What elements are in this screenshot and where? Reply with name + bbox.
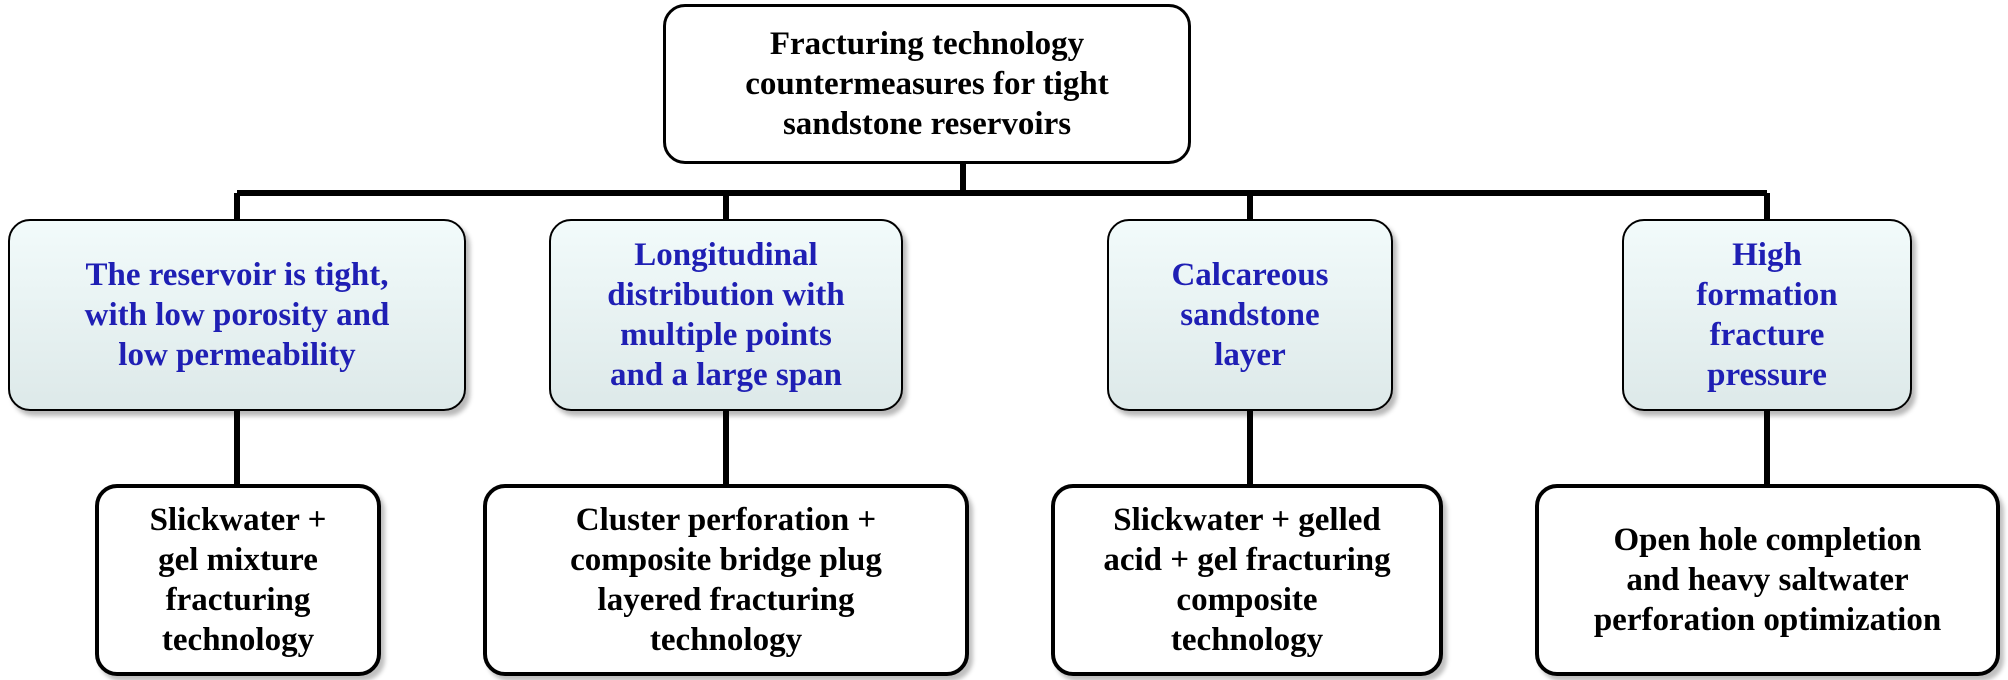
solution-line: gel mixture: [158, 541, 318, 578]
solution-line: composite: [1176, 582, 1318, 618]
category-line: low permeability: [118, 337, 356, 374]
solution-line: technology: [161, 622, 315, 659]
solution-node-text: Slickwater + gelled acid + gel fracturin…: [1103, 500, 1390, 661]
root-line: countermeasures for tight: [745, 65, 1109, 102]
category-line: with low porosity and: [84, 296, 390, 333]
category-line: fracture: [1709, 317, 1825, 353]
solution-node-text: Open hole completion and heavy saltwater…: [1594, 520, 1941, 641]
category-node-text: The reservoir is tight, with low porosit…: [85, 255, 390, 376]
category-line: formation: [1696, 276, 1838, 313]
solution-line: Open hole completion: [1613, 521, 1922, 558]
solution-node-cluster-perforation: Cluster perforation + composite bridge p…: [483, 484, 969, 676]
category-line: sandstone: [1180, 296, 1320, 333]
solution-line: layered fracturing: [597, 582, 855, 618]
category-line: Calcareous: [1171, 256, 1329, 293]
solution-node-open-hole-completion: Open hole completion and heavy saltwater…: [1535, 484, 2000, 676]
root-node-text: Fracturing technology countermeasures fo…: [745, 24, 1109, 145]
category-line: Longitudinal: [634, 236, 818, 273]
solution-line: acid + gel fracturing: [1103, 541, 1391, 578]
category-node-high-fracture-pressure: High formation fracture pressure: [1622, 219, 1912, 411]
category-node-text: High formation fracture pressure: [1696, 235, 1837, 396]
solution-line: Slickwater +: [149, 501, 327, 538]
category-node-longitudinal-distribution: Longitudinal distribution with multiple …: [549, 219, 903, 411]
category-node-text: Calcareous sandstone layer: [1171, 255, 1328, 376]
solution-line: composite bridge plug: [570, 541, 882, 578]
category-node-tight-reservoir: The reservoir is tight, with low porosit…: [8, 219, 466, 411]
category-line: layer: [1214, 337, 1286, 374]
solution-node-text: Cluster perforation + composite bridge p…: [570, 500, 882, 661]
solution-node-slickwater-gel: Slickwater + gel mixture fracturing tech…: [95, 484, 381, 676]
root-node: Fracturing technology countermeasures fo…: [663, 4, 1191, 164]
root-line: sandstone reservoirs: [782, 106, 1072, 143]
solution-line: Cluster perforation +: [575, 501, 877, 538]
solution-node-text: Slickwater + gel mixture fracturing tech…: [150, 500, 327, 661]
solution-line: perforation optimization: [1593, 602, 1942, 639]
category-line: and a large span: [610, 357, 842, 394]
solution-line: fracturing: [165, 582, 311, 618]
category-line: High: [1732, 236, 1802, 273]
solution-line: technology: [1170, 622, 1324, 659]
category-line: The reservoir is tight,: [85, 256, 389, 293]
solution-line: and heavy saltwater: [1626, 561, 1909, 598]
category-node-calcareous-sandstone: Calcareous sandstone layer: [1107, 219, 1393, 411]
category-line: distribution with: [607, 276, 845, 313]
solution-line: technology: [649, 622, 803, 659]
solution-line: Slickwater + gelled: [1113, 501, 1381, 538]
solution-node-slickwater-gelled-acid: Slickwater + gelled acid + gel fracturin…: [1051, 484, 1443, 676]
category-line: multiple points: [620, 317, 832, 353]
category-line: pressure: [1707, 357, 1827, 394]
root-line: Fracturing technology: [769, 25, 1085, 62]
category-node-text: Longitudinal distribution with multiple …: [607, 235, 844, 396]
